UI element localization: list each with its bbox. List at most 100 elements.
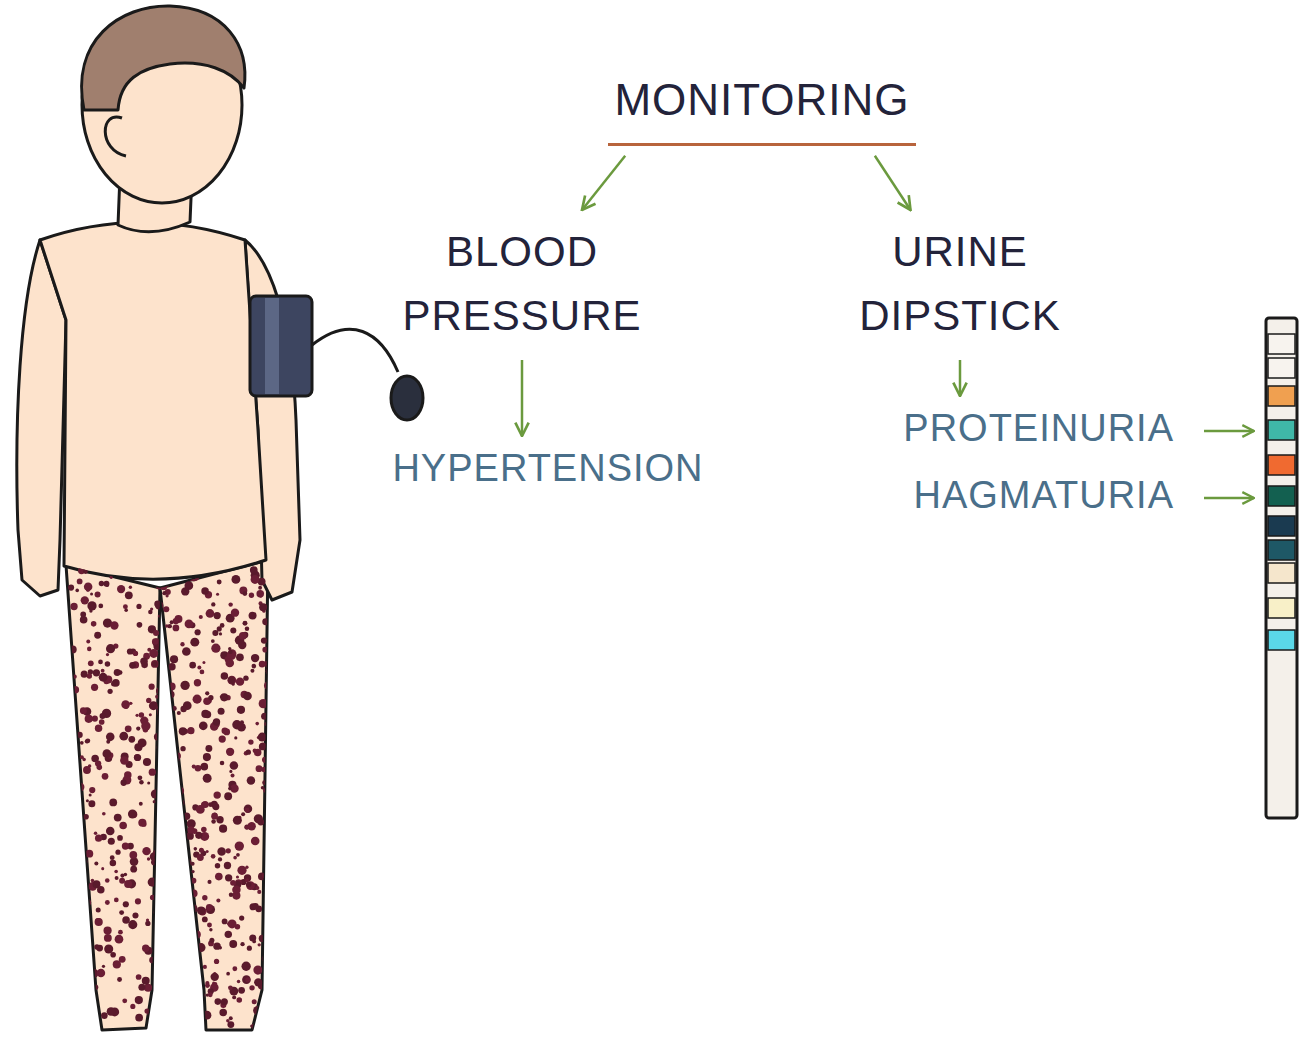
purpura-dot	[71, 827, 78, 834]
purpura-dot	[149, 713, 152, 716]
purpura-dot	[99, 581, 104, 586]
purpura-dot	[170, 805, 175, 810]
purpura-dot	[229, 940, 237, 948]
purpura-dot	[96, 907, 101, 912]
purpura-dot	[200, 670, 205, 675]
purpura-dot	[98, 604, 103, 609]
purpura-dot	[241, 812, 245, 816]
text-node: PROTEINURIA	[897, 404, 1180, 454]
purpura-dot	[205, 691, 209, 695]
purpura-dot	[191, 967, 200, 976]
purpura-dot	[203, 753, 211, 761]
purpura-dot	[101, 1012, 108, 1019]
purpura-dot	[265, 938, 269, 942]
purpura-dot	[255, 722, 259, 726]
purpura-dot	[147, 1008, 156, 1017]
purpura-dot	[202, 801, 209, 808]
purpura-dot	[252, 903, 258, 909]
purpura-dot	[128, 920, 137, 929]
purpura-dot	[227, 676, 236, 685]
purpura-dot	[152, 661, 158, 667]
purpura-dot	[96, 945, 103, 952]
title-node: MONITORING	[608, 72, 915, 146]
purpura-dot	[85, 715, 93, 723]
purpura-dot	[197, 943, 206, 952]
purpura-dot	[141, 721, 150, 730]
purpura-dot	[167, 691, 174, 698]
purpura-dot	[229, 893, 233, 897]
purpura-dot	[102, 965, 105, 968]
purpura-dot	[160, 946, 168, 954]
purpura-dot	[253, 966, 262, 975]
purpura-dot	[193, 945, 197, 949]
purpura-rash	[63, 566, 273, 1031]
purpura-dot	[80, 612, 86, 618]
purpura-dot	[226, 972, 230, 976]
purpura-dot	[174, 753, 181, 760]
purpura-dot	[217, 580, 222, 585]
purpura-dot	[164, 1008, 173, 1017]
purpura-dot	[266, 959, 269, 962]
purpura-dot	[68, 585, 74, 591]
purpura-dot	[83, 814, 89, 820]
purpura-dot	[216, 898, 220, 902]
purpura-dot	[171, 769, 180, 778]
purpura-dot	[73, 850, 77, 854]
purpura-dot	[158, 938, 166, 946]
purpura-dot	[110, 621, 118, 629]
purpura-dot	[82, 859, 88, 865]
bp-bulb	[391, 376, 423, 420]
purpura-dot	[228, 650, 232, 654]
purpura-dot	[214, 959, 219, 964]
node-text: URINE DIPSTICK	[826, 220, 1094, 348]
purpura-dot	[220, 623, 225, 628]
purpura-dot	[110, 855, 115, 860]
purpura-dot	[155, 569, 164, 578]
purpura-dot	[86, 588, 90, 592]
purpura-dot	[182, 1005, 187, 1010]
purpura-dot	[239, 915, 244, 920]
purpura-dot	[67, 671, 73, 677]
purpura-dot	[238, 987, 245, 994]
purpura-dot	[177, 864, 186, 873]
test-pad	[1268, 516, 1295, 536]
purpura-dot	[167, 839, 174, 846]
purpura-dot	[203, 774, 212, 783]
purpura-dot	[237, 980, 241, 984]
purpura-dot	[215, 873, 223, 881]
purpura-dot	[75, 900, 80, 905]
purpura-dot	[73, 675, 77, 679]
title-text: MONITORING	[614, 74, 909, 127]
purpura-dot	[158, 1023, 166, 1031]
purpura-dot	[157, 871, 163, 877]
purpura-dot	[172, 780, 179, 787]
purpura-dot	[150, 607, 153, 610]
purpura-dot	[102, 773, 109, 780]
purpura-dot	[262, 954, 271, 963]
purpura-dot	[190, 900, 194, 904]
purpura-dot	[136, 604, 141, 609]
purpura-dot	[185, 859, 192, 866]
text-node: URINE DIPSTICK	[820, 218, 1100, 350]
purpura-dot	[256, 765, 263, 772]
purpura-dot	[95, 835, 102, 842]
purpura-dot	[115, 876, 119, 880]
purpura-dot	[85, 738, 90, 743]
purpura-dot	[202, 917, 208, 923]
purpura-dot	[237, 866, 246, 875]
purpura-dot	[129, 586, 132, 589]
purpura-dot	[168, 663, 175, 670]
connector-arrow	[521, 360, 524, 436]
purpura-dot	[182, 647, 191, 656]
purpura-dot	[259, 935, 266, 942]
purpura-dot	[65, 945, 74, 954]
purpura-dot	[146, 918, 149, 921]
purpura-dot	[185, 620, 194, 629]
node-text: PROTEINURIA	[903, 406, 1174, 452]
purpura-dot	[188, 572, 197, 581]
text-node: HAGMATURIA	[907, 471, 1180, 521]
purpura-dot	[193, 695, 202, 704]
purpura-dot	[183, 861, 191, 869]
purpura-dot	[91, 879, 95, 883]
purpura-dot	[230, 880, 236, 886]
